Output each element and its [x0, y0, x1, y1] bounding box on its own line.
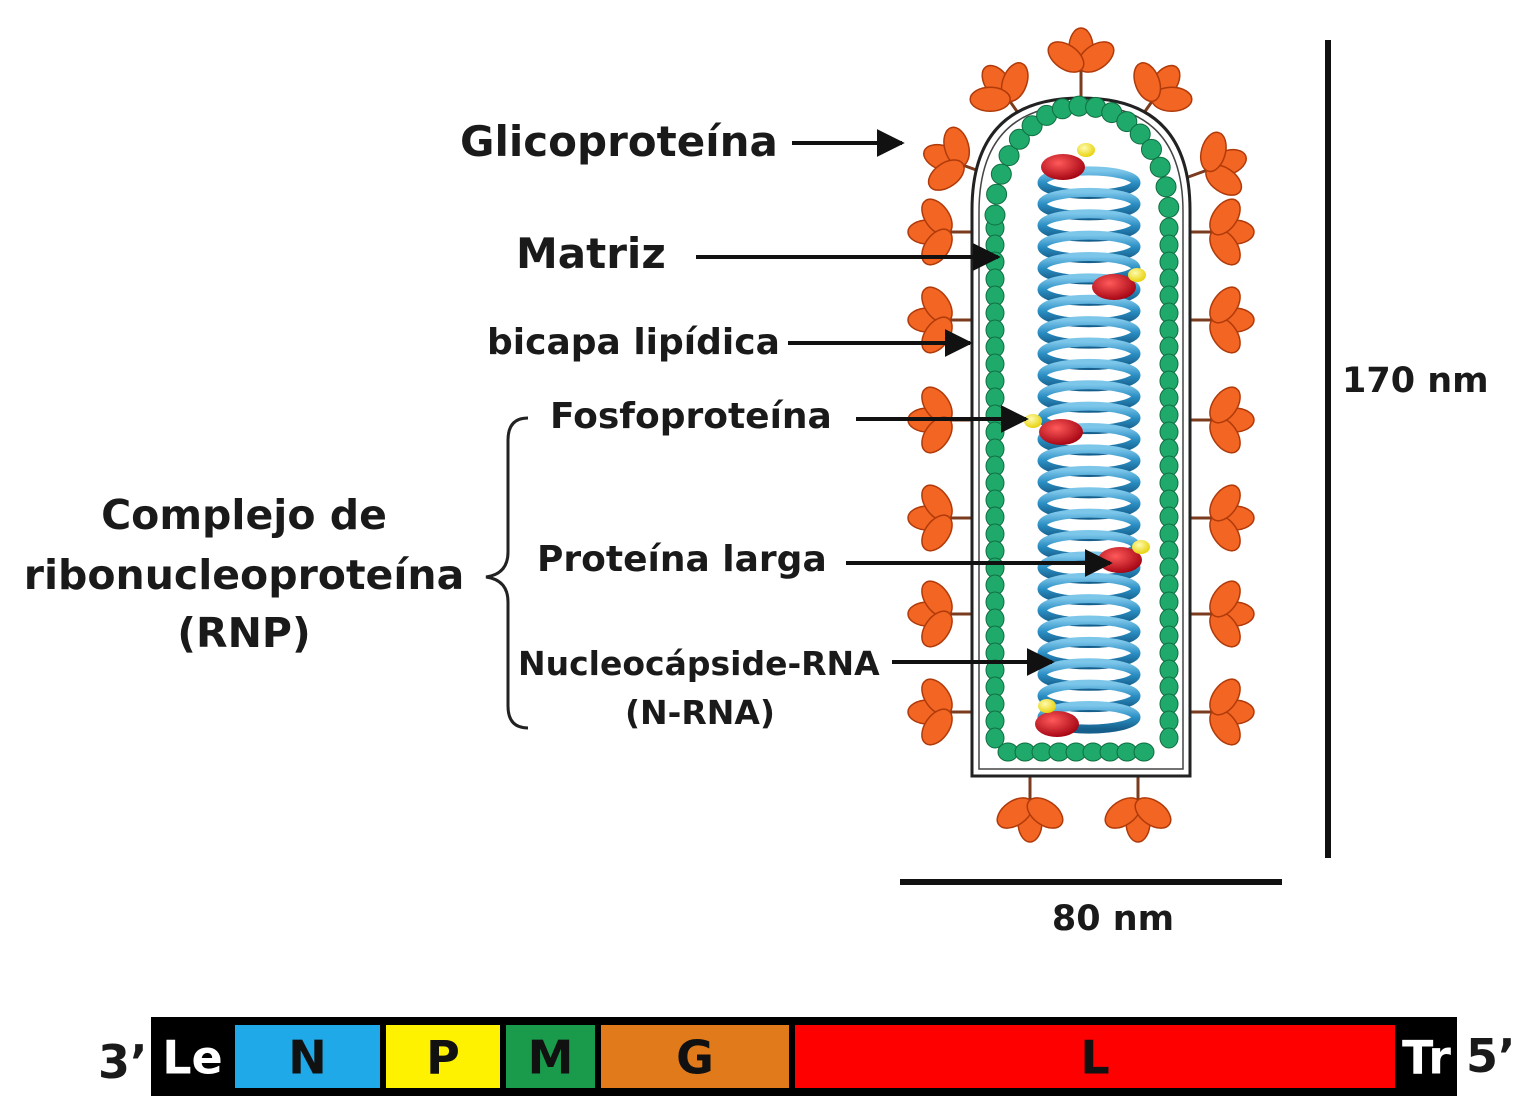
matrix-bead-82 — [1116, 111, 1138, 133]
genome-label-le: Le — [162, 1031, 223, 1085]
glycoprotein-17 — [996, 776, 1064, 843]
label-rnp-line2: ribonucleoproteína — [24, 551, 465, 599]
label-matrix: Matriz — [516, 229, 666, 278]
matrix-bead-61 — [1159, 727, 1179, 749]
genome-label-tr: Tr — [1402, 1031, 1451, 1085]
rnp-brace — [485, 416, 529, 730]
phosphoprotein-3 — [1024, 414, 1042, 428]
label-phosphoprotein: Fosfoproteína — [550, 396, 832, 437]
genome-segment-tr — [1398, 1022, 1455, 1091]
genome-label-n: N — [288, 1031, 327, 1085]
matrix-layer — [984, 95, 1180, 762]
matrix-bead-87 — [1158, 196, 1180, 218]
glycoprotein-18 — [1104, 776, 1172, 843]
glycoprotein-10 — [1190, 580, 1255, 648]
phosphoprotein-4 — [1132, 540, 1150, 554]
label-rnp-line3: (RNP) — [177, 609, 310, 657]
phosphoprotein-5 — [1038, 699, 1056, 713]
glycoprotein-12 — [969, 62, 1032, 131]
genome-bar: Le N P M G L Tr — [151, 1017, 1457, 1096]
glycoprotein-6 — [1190, 198, 1255, 266]
label-nrna-line2: (N-RNA) — [625, 693, 775, 732]
genome-label-p: P — [426, 1031, 460, 1085]
matrix-bead-76 — [1021, 115, 1043, 137]
genome-segment-p — [386, 1025, 500, 1088]
matrix-bead-72 — [986, 183, 1008, 205]
genome-segment-le — [153, 1022, 232, 1091]
glycoprotein-14 — [1130, 62, 1193, 131]
glycoprotein-16 — [1179, 131, 1247, 196]
phosphoprotein-1 — [1077, 143, 1095, 157]
glycoprotein-spikes — [907, 27, 1255, 843]
matrix-bead-60 — [985, 727, 1005, 749]
matrix-bead-85 — [1149, 156, 1171, 178]
genome-segment-m — [506, 1025, 595, 1088]
matrix-bead-74 — [998, 145, 1020, 167]
large-protein-2 — [1092, 274, 1136, 300]
glycoprotein-3 — [907, 484, 972, 552]
genome-label-g: G — [676, 1031, 714, 1085]
matrix-bead-83 — [1129, 123, 1151, 145]
label-rnp-line1: Complejo de — [101, 491, 387, 539]
scale-label-width: 80 nm — [1052, 899, 1174, 939]
large-protein-1 — [1041, 154, 1085, 180]
large-protein-markers — [1024, 143, 1150, 737]
glycoprotein-15 — [923, 126, 991, 191]
label-glycoprotein: Glicoproteína — [460, 117, 778, 166]
label-large-protein: Proteína larga — [537, 539, 827, 580]
matrix-bead-75 — [1008, 128, 1030, 150]
matrix-bead-71 — [984, 204, 1006, 226]
large-protein-3 — [1039, 419, 1083, 445]
genome-segment-g — [601, 1025, 789, 1088]
genome-label-m: M — [528, 1031, 574, 1085]
glycoprotein-5 — [907, 678, 972, 746]
glycoprotein-13 — [1047, 27, 1115, 98]
genome-end-right: 5’ — [1466, 1029, 1515, 1083]
glycoprotein-8 — [1190, 386, 1255, 454]
matrix-bead-73 — [990, 163, 1012, 185]
glycoprotein-4 — [907, 580, 972, 648]
matrix-bead-70 — [1133, 742, 1155, 762]
glycoprotein-7 — [1190, 286, 1255, 354]
genome-label-l: L — [1080, 1031, 1109, 1085]
genome-segment-l — [795, 1025, 1395, 1088]
genome-end-left: 3’ — [98, 1035, 147, 1089]
genome-segment-n — [235, 1025, 380, 1088]
glycoprotein-1 — [907, 286, 972, 354]
phosphoprotein-2 — [1128, 268, 1146, 282]
label-nrna-line1: Nucleocápside-RNA — [518, 644, 880, 683]
matrix-bead-86 — [1155, 176, 1177, 198]
scale-label-height: 170 nm — [1342, 361, 1489, 401]
large-protein-5 — [1035, 711, 1079, 737]
label-bilayer: bicapa lipídica — [487, 322, 780, 363]
glycoprotein-9 — [1190, 484, 1255, 552]
matrix-bead-84 — [1140, 138, 1162, 160]
glycoprotein-11 — [1190, 678, 1255, 746]
nucleocapsid-helix — [1037, 166, 1141, 734]
